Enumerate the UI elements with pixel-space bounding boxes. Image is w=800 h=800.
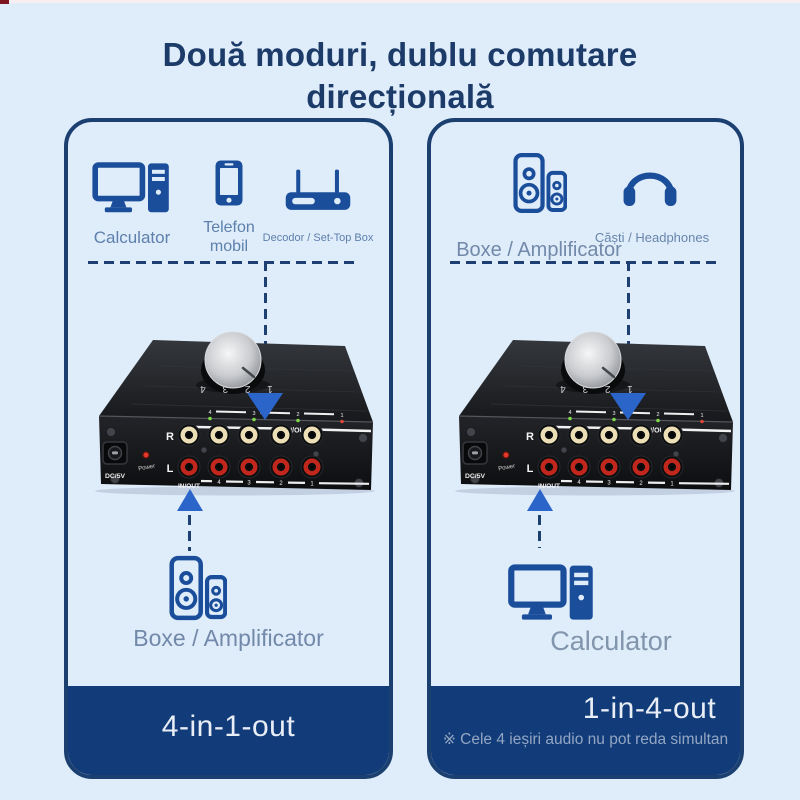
screws <box>466 427 728 488</box>
knob-position-numbers: 1 2 3 4 <box>553 383 633 394</box>
green-led <box>656 418 660 423</box>
arrow-up-icon <box>527 489 553 511</box>
right-panel-1in4out: Boxe / Amplificator Căști / Headphones 1… <box>427 118 744 779</box>
rca-jacks-red-row <box>537 455 684 479</box>
red-led <box>340 419 344 424</box>
front-port-numbers: 4 3 2 1 <box>577 480 674 488</box>
front-top-inout-label: IN/OUT <box>645 428 669 435</box>
audio-switcher-device: 1 2 3 4 4 3 2 1 IN/OUT <box>95 331 375 496</box>
dashed-connector-horizontal <box>450 261 718 264</box>
dc-power-section: DC/5V Power <box>462 441 516 480</box>
front-port-numbers: 4 3 2 1 <box>217 480 314 488</box>
knob-position-numbers: 1 2 3 4 <box>193 383 273 394</box>
screws <box>106 427 368 488</box>
top-edge-strip <box>0 0 800 3</box>
source-settopbox: Decodor / Set-Top Box <box>261 168 375 244</box>
dashed-connector-vertical <box>264 261 267 395</box>
dashed-connector-vertical-bottom <box>188 515 191 551</box>
green-led <box>296 418 300 423</box>
front-number-line <box>560 479 730 485</box>
mode-label: 4-in-1-out <box>161 710 296 743</box>
dashed-connector-vertical-bottom <box>538 515 541 548</box>
svg-text:4: 4 <box>568 410 571 416</box>
green-led <box>568 416 572 421</box>
source-computer: Calculator <box>86 161 178 248</box>
dashed-connector-vertical <box>627 261 630 395</box>
svg-text:3: 3 <box>247 481 251 487</box>
page-title-line2: direcțională <box>306 78 494 116</box>
device-mount-right: 1 2 3 4 4 3 2 1 IN/OUT <box>443 328 743 498</box>
destination-label: Boxe / Amplificator <box>133 625 324 651</box>
svg-text:1: 1 <box>340 413 343 419</box>
channel-r-label: R <box>526 431 534 443</box>
mode-bar-1in4out: 1-in-4-out ※ Cele 4 ieșiri audio nu pot … <box>431 686 740 775</box>
mobile-phone-icon <box>215 160 243 206</box>
desktop-computer-icon <box>508 564 593 620</box>
device-shadow <box>455 486 735 496</box>
arrow-down-icon <box>610 393 646 420</box>
rca-jacks-red-row <box>177 455 324 479</box>
source-speakers <box>513 152 568 219</box>
mode-note: ※ Cele 4 ieșiri audio nu pot reda simult… <box>442 730 729 748</box>
svg-text:1: 1 <box>670 482 674 488</box>
source-headphones-label: Căști / Headphones <box>594 230 710 245</box>
source-settopbox-label: Decodor / Set-Top Box <box>262 232 374 244</box>
channel-l-label: L <box>167 463 174 475</box>
svg-text:4: 4 <box>208 410 211 416</box>
svg-text:4: 4 <box>217 480 221 486</box>
channel-r-label: R <box>166 431 174 443</box>
dc-label: DC/5V <box>465 473 485 480</box>
svg-text:4: 4 <box>577 480 581 486</box>
svg-text:2: 2 <box>639 481 643 487</box>
red-led <box>700 419 704 424</box>
dc-power-section: DC/5V Power <box>102 441 156 480</box>
front-inout-label: IN/OUT <box>538 483 560 490</box>
arrow-down-icon <box>247 393 283 420</box>
dashed-connector-horizontal <box>88 261 360 264</box>
source-phone: Telefon mobil <box>189 158 269 256</box>
rca-jacks-white-row <box>177 423 324 447</box>
selector-knob <box>556 331 630 394</box>
destination-computer <box>506 563 598 630</box>
device-shadow <box>95 486 375 496</box>
top-left-artifact <box>0 0 9 4</box>
svg-text:3: 3 <box>607 481 611 487</box>
headphones-icon <box>623 172 677 206</box>
channel-l-label: L <box>527 463 534 475</box>
speakers-icon <box>169 555 228 621</box>
dc-label: DC/5V <box>105 473 125 480</box>
source-phone-label: Telefon mobil <box>203 219 255 255</box>
mode-bar-4in1out: 4-in-1-out <box>68 686 389 775</box>
audio-switcher-device: 1 2 3 4 4 3 2 1 IN/OUT <box>455 331 735 496</box>
page-title: Două moduri, dublu comutare direcțională <box>0 34 800 118</box>
speakers-icon <box>513 153 568 213</box>
svg-text:2: 2 <box>296 412 299 418</box>
source-speakers-label: Boxe / Amplificator <box>456 239 622 261</box>
rca-jacks-white-row <box>537 423 684 447</box>
left-panel-4in1out: Calculator Telefon mobil Decodor / Set-T… <box>64 118 393 779</box>
destination-label: Calculator <box>550 626 672 656</box>
power-label: Power <box>498 464 516 473</box>
source-computer-label: Calculator <box>93 228 171 247</box>
set-top-box-icon <box>285 169 351 210</box>
power-led <box>142 451 150 459</box>
svg-text:2: 2 <box>656 412 659 418</box>
device-mount-left: 1 2 3 4 4 3 2 1 IN/OUT <box>83 328 383 498</box>
svg-text:1: 1 <box>700 413 703 419</box>
selector-knob <box>196 331 270 394</box>
source-headphones <box>622 162 678 213</box>
power-label: Power <box>138 464 156 473</box>
front-number-line <box>200 479 370 485</box>
green-led <box>208 416 212 421</box>
front-top-inout-label: IN/OUT <box>285 428 309 435</box>
destination-speakers <box>169 555 228 626</box>
svg-text:2: 2 <box>279 481 283 487</box>
desktop-computer-icon <box>92 162 169 213</box>
power-led <box>502 451 510 459</box>
svg-text:1: 1 <box>310 482 314 488</box>
mode-label: 1-in-4-out <box>582 692 717 725</box>
front-inout-label: IN/OUT <box>178 483 200 490</box>
arrow-up-icon <box>177 489 203 511</box>
page-title-line1: Două moduri, dublu comutare <box>162 36 638 74</box>
